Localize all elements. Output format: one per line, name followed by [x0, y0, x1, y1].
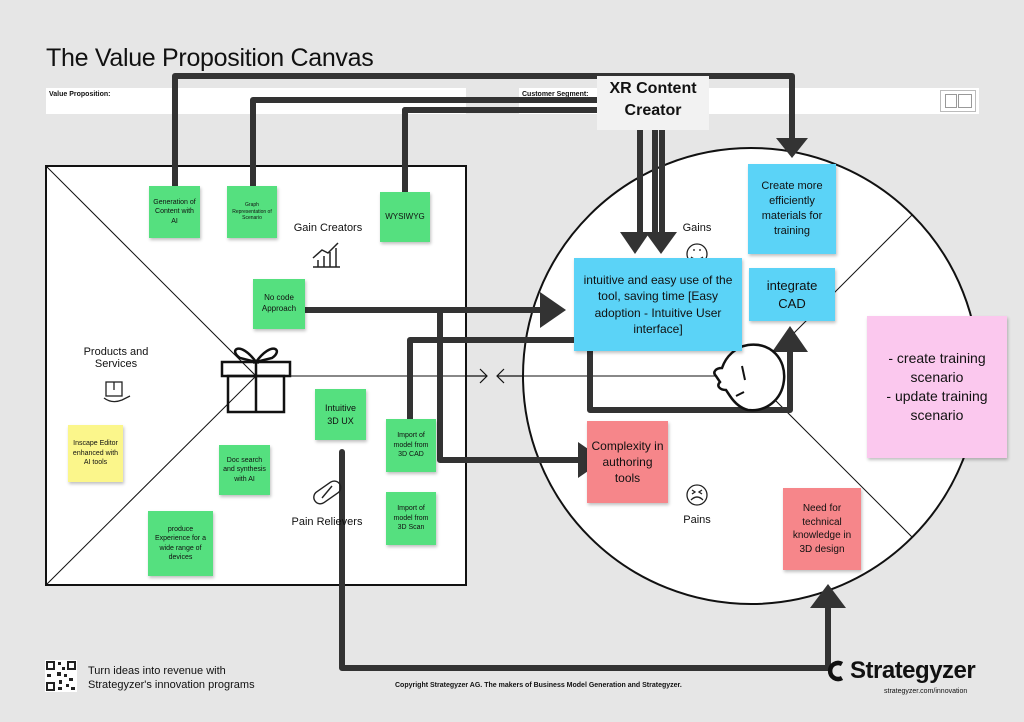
- customer-segment-name: XR Content Creator: [597, 76, 709, 130]
- footer-tagline-line1: Turn ideas into revenue with: [88, 665, 226, 677]
- footer-brand: Strategyzer: [850, 657, 976, 684]
- gain-creators-label: Gain Creators: [293, 222, 363, 234]
- canvas-title: The Value Proposition Canvas: [46, 44, 374, 72]
- sticky-note[interactable]: Create more efficiently materials for tr…: [748, 164, 836, 254]
- footer-copyright: Copyright Strategyzer AG. The makers of …: [395, 682, 682, 689]
- pains-label: Pains: [683, 514, 711, 526]
- jobs-sticky-note[interactable]: - create training scenario - update trai…: [867, 316, 1007, 458]
- growth-chart-icon: [312, 242, 340, 268]
- sticky-note[interactable]: Inscape Editor enhanced with AI tools: [68, 425, 123, 482]
- customer-face-icon: [713, 343, 786, 412]
- sticky-note[interactable]: Graph Representation of Scenario: [227, 186, 277, 238]
- customer-segment-label: Customer Segment:: [522, 91, 589, 98]
- sticky-note[interactable]: integrate CAD: [749, 268, 835, 321]
- footer-url[interactable]: strategyzer.com/innovation: [884, 688, 968, 695]
- sticky-note[interactable]: produce Experience for a wide range of d…: [148, 511, 213, 576]
- sticky-note[interactable]: intuitive and easy use of the tool, savi…: [574, 258, 742, 351]
- pill-icon: [313, 480, 342, 505]
- gains-label: Gains: [682, 222, 712, 234]
- sticky-note[interactable]: WYSIWYG: [380, 192, 430, 242]
- sticky-note[interactable]: Import of model from 3D Scan: [386, 492, 436, 545]
- pain-relievers-label: Pain Relievers: [291, 516, 363, 528]
- qr-code-icon: [45, 660, 77, 692]
- sticky-note[interactable]: Import of model from 3D CAD: [386, 419, 436, 472]
- sticky-note[interactable]: Doc search and synthesis with AI: [219, 445, 270, 495]
- sticky-note[interactable]: Intuitive 3D UX: [315, 389, 366, 440]
- sticky-note[interactable]: Complexity in authoring tools: [587, 421, 668, 503]
- sad-face-icon: [686, 484, 708, 506]
- value-proposition-label: Value Proposition:: [49, 91, 111, 98]
- products-services-label: Products and Services: [83, 346, 149, 370]
- gift-icon: [220, 347, 292, 414]
- sticky-note[interactable]: No code Approach: [253, 279, 305, 329]
- sticky-note[interactable]: Need for technical knowledge in 3D desig…: [783, 488, 861, 570]
- footer-tagline-line2: Strategyzer's innovation programs: [88, 679, 255, 691]
- product-box-icon: [103, 381, 131, 403]
- strategyzer-logo-icon: [826, 660, 848, 682]
- footer-tagline: Turn ideas into revenue with Strategyzer…: [88, 664, 255, 692]
- sticky-note[interactable]: Generation of Content with AI: [149, 186, 200, 238]
- canvas-thumbnail-icon: [940, 90, 976, 112]
